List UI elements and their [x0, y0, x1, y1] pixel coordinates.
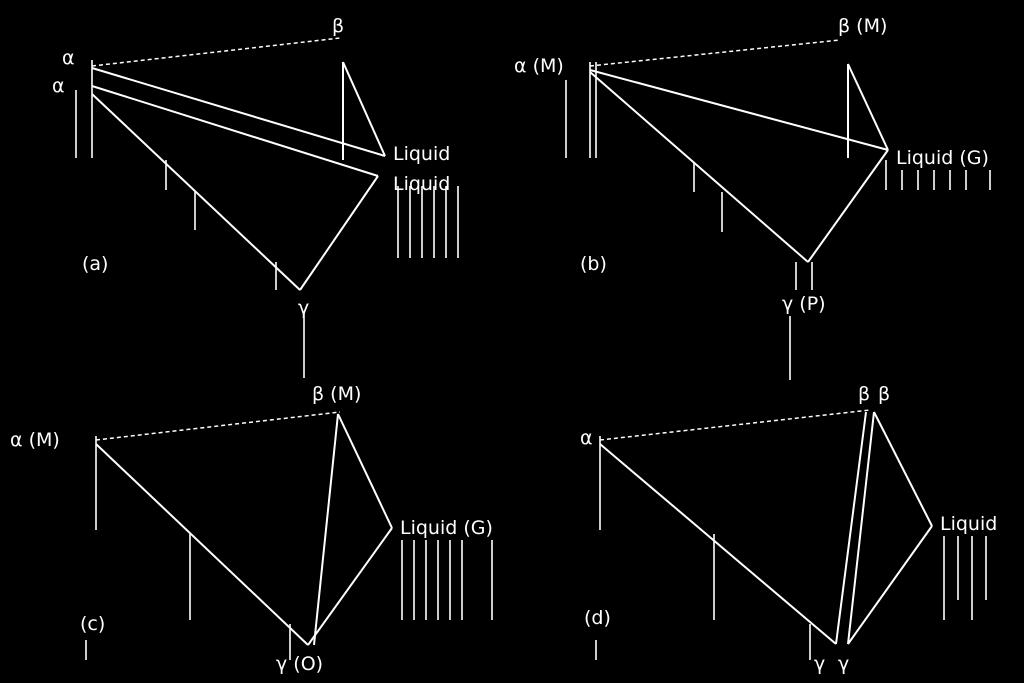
- beta-liquid-edge: [342, 61, 386, 157]
- alpha-label: α: [580, 427, 593, 449]
- alpha-liquid-tieline: [589, 69, 889, 151]
- beta-liquid-edge: [847, 63, 889, 151]
- alpha-gamma-edge: [599, 443, 837, 645]
- alpha-gamma-edge: [91, 93, 301, 291]
- alpha-beta-tieline: [589, 39, 841, 67]
- beta-label-1: β: [858, 383, 870, 405]
- alpha-label-2: α: [52, 75, 65, 97]
- gamma-label: γ: [298, 297, 309, 319]
- gamma-label-2: γ: [838, 653, 849, 675]
- beta-liquid-edge: [337, 413, 393, 529]
- alpha-beta-tieline: [599, 409, 871, 441]
- alpha-label: α (M): [10, 429, 60, 451]
- beta-gamma-edge-2: [847, 411, 875, 645]
- liquid-gamma-edge: [807, 149, 889, 263]
- alpha-label-1: α: [62, 47, 75, 69]
- liquid-label: Liquid (G): [896, 147, 989, 169]
- beta-label-2: β: [878, 383, 890, 405]
- liquid-gamma-edge: [847, 525, 933, 645]
- liquid-gamma-edge: [299, 175, 379, 291]
- panel-a: β α α Liquid Liquid γ (a): [52, 15, 459, 378]
- beta-gamma-edge: [313, 413, 339, 646]
- liquid-label-1: Liquid: [393, 143, 450, 165]
- alpha-liquid-tieline-1: [91, 67, 386, 157]
- panel-b: β (M) α (M) Liquid (G) γ (P) (b): [514, 15, 991, 380]
- panel-tag: (b): [580, 253, 607, 275]
- beta-label: β (M): [838, 15, 887, 37]
- alpha-gamma-edge: [95, 443, 309, 646]
- alpha-liquid-tieline-2: [91, 85, 379, 177]
- liquid-gamma-edge: [307, 527, 393, 646]
- alpha-beta-tieline: [95, 411, 341, 441]
- gamma-label-1: γ: [814, 653, 825, 675]
- alpha-label: α (M): [514, 55, 564, 77]
- beta-liquid-edge: [873, 411, 933, 527]
- panel-tag: (c): [80, 613, 105, 635]
- beta-label: β (M): [312, 383, 361, 405]
- liquid-label-2: Liquid: [393, 173, 450, 195]
- liquid-label: Liquid: [940, 513, 997, 535]
- liquid-label: Liquid (G): [400, 517, 493, 539]
- panel-c: β (M) α (M) Liquid (G) γ (O) (c): [10, 383, 493, 675]
- panel-tag: (a): [82, 253, 108, 275]
- panel-d: β β α Liquid γ γ (d): [580, 383, 997, 675]
- panel-tag: (d): [584, 607, 611, 629]
- beta-label: β: [332, 15, 344, 37]
- gamma-label: γ (P): [782, 293, 826, 315]
- alpha-beta-tieline: [91, 37, 341, 67]
- alpha-gamma-edge: [589, 71, 809, 263]
- gamma-label: γ (O): [276, 653, 323, 675]
- beta-gamma-edge-1: [835, 411, 867, 645]
